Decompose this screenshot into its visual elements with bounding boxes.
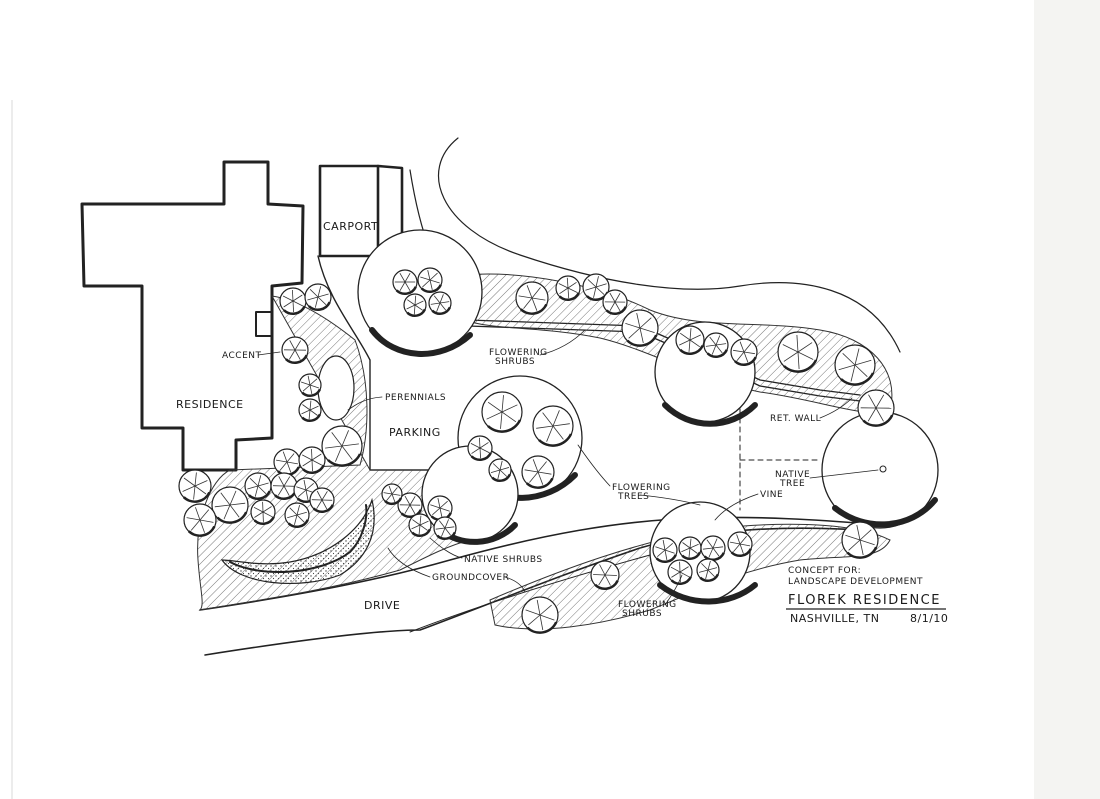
title-location: NASHVILLE, TN <box>790 612 879 625</box>
shrub-symbol <box>178 469 212 503</box>
shrub-symbol <box>621 309 659 347</box>
shrub-symbol <box>250 499 276 525</box>
title-project-name: FLOREK RESIDENCE <box>788 593 941 608</box>
shrub-symbol <box>675 325 705 355</box>
shrub-symbol <box>397 492 423 518</box>
shrub-symbol <box>428 291 452 316</box>
shrub-symbol <box>211 486 249 524</box>
shrub-symbol <box>678 536 702 561</box>
drawing-sheet: CARPORT RESIDENCE ACCENT PERENNIALS PARK… <box>0 0 1034 799</box>
shrub-symbol <box>515 281 549 315</box>
shrub-symbol <box>392 269 418 295</box>
label-native-shrubs: NATIVE SHRUBS <box>464 555 543 565</box>
label-ret-wall: RET. WALL <box>770 414 821 424</box>
label-flowering-shrubs-bottom-2: SHRUBS <box>622 609 662 619</box>
shrub-symbol <box>727 531 753 557</box>
label-native-tree-2: TREE <box>779 479 805 489</box>
bed-left <box>197 295 471 611</box>
label-perennials: PERENNIALS <box>385 393 446 403</box>
shrub-symbol <box>696 558 720 583</box>
title-block: CONCEPT FOR: LANDSCAPE DEVELOPMENT FLORE… <box>786 566 948 625</box>
shrub-symbol <box>417 267 443 293</box>
shrub-symbol <box>481 391 523 433</box>
shrub-symbol <box>532 405 574 447</box>
shrub-symbol <box>408 513 432 538</box>
parking-area <box>317 255 471 471</box>
label-flowering-trees-2: TREES <box>617 492 649 502</box>
landscape-plan: CARPORT RESIDENCE ACCENT PERENNIALS PARK… <box>11 100 948 799</box>
shrub-symbol <box>304 283 332 311</box>
label-flowering-shrubs-bottom-1: FLOWERING <box>618 600 677 610</box>
perennial-bed <box>317 355 355 421</box>
title-concept-line-1: CONCEPT FOR: <box>788 566 861 576</box>
shrub-symbol <box>700 535 726 561</box>
shrub-symbol <box>667 559 693 585</box>
shrub-symbols <box>178 267 895 634</box>
shrub-symbol <box>857 389 895 427</box>
label-flowering-shrubs-top-1: FLOWERING <box>489 348 548 358</box>
label-drive: DRIVE <box>364 599 400 612</box>
title-date: 8/1/10 <box>910 612 948 625</box>
shrub-symbol <box>279 287 307 315</box>
shrub-symbol <box>467 435 493 461</box>
shrub-symbol <box>602 289 628 315</box>
shrub-symbol <box>834 344 876 386</box>
label-flowering-trees-1: FLOWERING <box>612 483 671 493</box>
label-carport: CARPORT <box>323 220 378 233</box>
shrub-symbol <box>270 472 298 500</box>
label-vine: VINE <box>760 490 783 500</box>
title-concept-line-2: LANDSCAPE DEVELOPMENT <box>788 577 923 587</box>
lawn-edge-upper <box>437 137 901 353</box>
residence-bump <box>255 311 273 337</box>
groundcover-bed <box>220 497 375 584</box>
label-accent: ACCENT <box>222 351 261 361</box>
shrub-symbol <box>403 293 427 318</box>
shrub-symbol <box>730 338 758 366</box>
shrub-symbol <box>427 495 453 521</box>
residence-outline <box>80 160 305 472</box>
shrub-symbol <box>841 521 879 559</box>
shrub-symbol <box>273 448 301 476</box>
shrub-symbol <box>321 425 363 467</box>
shrub-symbol <box>298 446 326 474</box>
shrub-symbol <box>521 596 559 634</box>
carport-outline <box>318 164 380 258</box>
label-flowering-shrubs-top-2: SHRUBS <box>495 357 535 367</box>
label-native-tree-1: NATIVE <box>775 470 810 480</box>
shrub-symbol <box>309 487 335 513</box>
shrub-symbol <box>298 373 322 398</box>
label-parking: PARKING <box>389 426 441 439</box>
shrub-symbol <box>590 560 620 590</box>
shrub-symbol <box>244 472 272 500</box>
shrub-symbol <box>521 455 555 489</box>
shrub-symbol <box>381 483 403 506</box>
label-residence: RESIDENCE <box>176 398 244 411</box>
shrub-symbol <box>284 502 310 528</box>
shrub-symbol <box>703 332 729 358</box>
shrub-symbol <box>433 516 457 541</box>
shrub-symbol <box>777 331 819 373</box>
shrub-symbol <box>652 537 678 563</box>
shrub-symbol <box>281 336 309 364</box>
drive-edge-upper <box>199 516 871 611</box>
shrub-symbol <box>298 398 322 423</box>
shrub-symbol <box>183 503 217 537</box>
shrub-symbol <box>555 275 581 301</box>
shrub-symbol <box>488 458 512 483</box>
label-groundcover: GROUNDCOVER <box>432 573 509 583</box>
